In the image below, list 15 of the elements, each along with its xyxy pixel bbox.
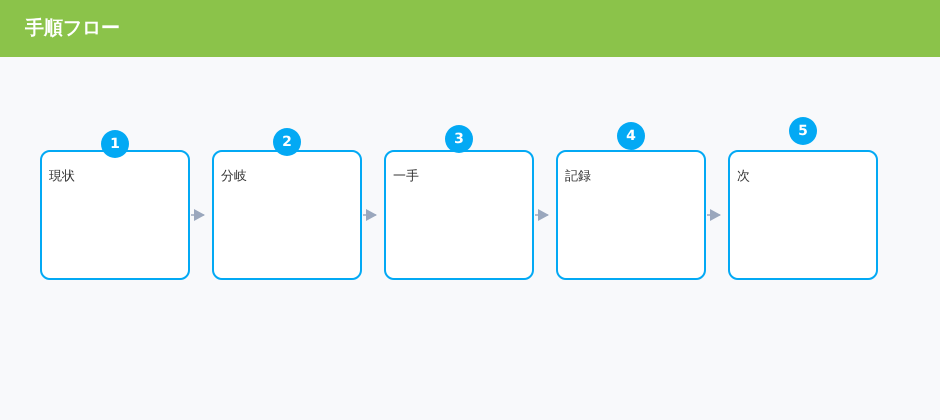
step-number: 4: [617, 122, 645, 150]
step-label: 現状: [49, 169, 76, 185]
arrow: [191, 209, 205, 221]
step-number: 3: [445, 125, 473, 153]
step-label: 一手: [393, 169, 420, 185]
step-label: 次: [737, 169, 751, 185]
arrow: [535, 209, 549, 221]
title: 手順フロー: [25, 19, 120, 38]
step-number: 1: [101, 130, 129, 158]
step-number: 2: [273, 128, 301, 156]
step-label: 分岐: [221, 169, 248, 185]
arrow: [707, 209, 721, 221]
step-number: 5: [789, 117, 817, 145]
step-label: 記録: [565, 169, 592, 185]
arrow: [363, 209, 377, 221]
